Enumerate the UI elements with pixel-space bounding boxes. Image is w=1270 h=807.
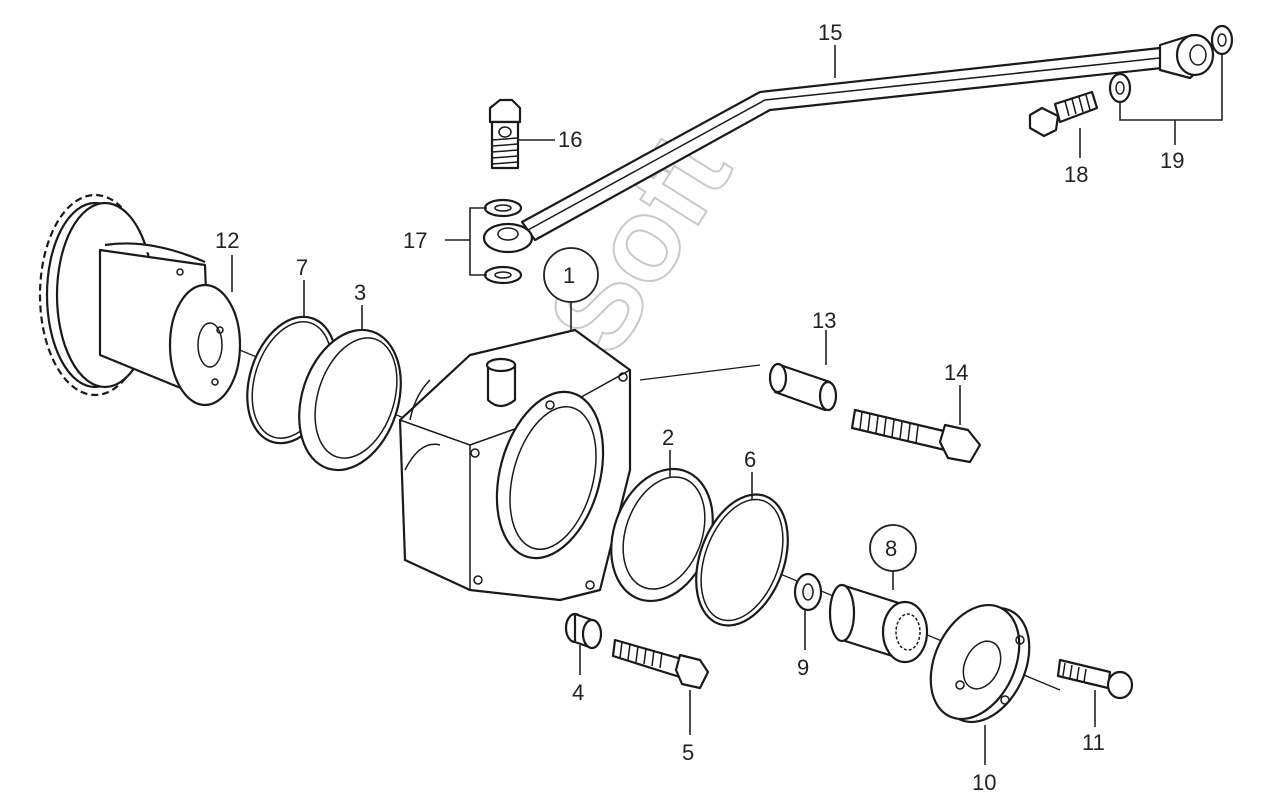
callout-17: 17 (403, 228, 427, 253)
callout-15: 15 (818, 20, 842, 45)
bolt-axis (639, 364, 761, 381)
part-1-pump-housing (398, 328, 632, 602)
part-13-bushing (768, 362, 838, 412)
callout-2: 2 (662, 425, 674, 450)
callout-16: 16 (558, 127, 582, 152)
part-6-o-ring (695, 493, 789, 627)
part-3-seal-ring (298, 328, 402, 472)
callout-circle-1 (543, 247, 599, 303)
part-19-washers (1108, 24, 1234, 104)
callout-5: 5 (682, 740, 694, 765)
callout-13: 13 (812, 308, 836, 333)
callout-12: 12 (215, 228, 239, 253)
part-4-bushing (564, 612, 603, 650)
part-8-splined-coupling (828, 583, 929, 664)
part-16-banjo-bolt (488, 98, 522, 170)
part-18-banjo-bolt (1028, 90, 1099, 138)
callout-3: 3 (354, 280, 366, 305)
callout-19: 19 (1160, 148, 1184, 173)
part-2-seal-ring (610, 467, 714, 603)
callout-circle-8 (869, 524, 917, 572)
part-10-flange-plate (929, 603, 1031, 724)
part-15-pipe (482, 33, 1215, 254)
part-14-flange-bolt (850, 408, 982, 464)
callout-7: 7 (296, 255, 308, 280)
part-11-cap-screw (1056, 658, 1134, 700)
callout-6: 6 (744, 447, 756, 472)
callout-10: 10 (972, 770, 996, 795)
part-12-gear-shaft (38, 193, 242, 407)
callout-1: 1 (563, 263, 575, 288)
callout-4: 4 (572, 680, 584, 705)
callout-lines (231, 45, 1223, 765)
callout-11: 11 (1082, 730, 1105, 755)
callout-8: 8 (885, 536, 897, 561)
callout-14: 14 (944, 360, 968, 385)
part-9-washer (793, 572, 823, 612)
part-5-flange-bolt (611, 638, 710, 690)
callout-18: 18 (1064, 162, 1088, 187)
callout-9: 9 (797, 655, 809, 680)
